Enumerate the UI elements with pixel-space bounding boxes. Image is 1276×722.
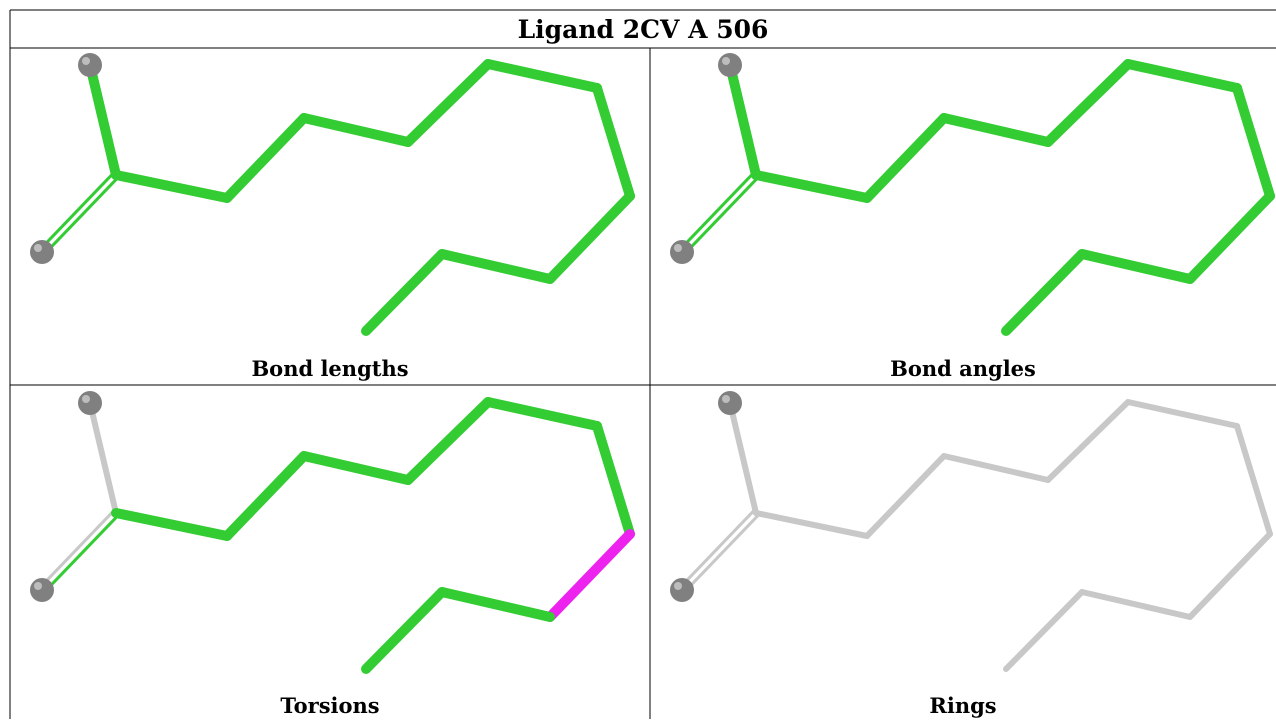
- figure-title: Ligand 2CV A 506: [517, 14, 769, 44]
- bond-double-b: [682, 513, 760, 594]
- bond-6: [1125, 399, 1240, 429]
- atom-sphere: [670, 240, 694, 264]
- atom-sphere: [718, 53, 742, 77]
- atom-highlight: [674, 244, 682, 252]
- bond-6: [483, 397, 602, 431]
- bond-5: [403, 397, 493, 485]
- bond-9: [437, 587, 555, 622]
- bond-double-a: [38, 171, 116, 252]
- bond-4: [299, 451, 413, 485]
- bond-5: [1045, 399, 1131, 483]
- bond-5: [1043, 59, 1133, 147]
- atom-sphere: [78, 391, 102, 415]
- atom-sphere: [30, 240, 54, 264]
- atom-highlight: [34, 244, 42, 252]
- bond-3: [864, 453, 947, 539]
- bond-double-a: [678, 171, 756, 252]
- bond-2: [111, 508, 232, 541]
- bond-7: [592, 421, 635, 539]
- bond-double-b: [42, 175, 120, 256]
- molecule-panel-1: [670, 53, 1275, 336]
- bond-8: [1187, 531, 1273, 620]
- bond-double-a: [38, 509, 116, 590]
- atom-highlight: [674, 582, 682, 590]
- bond-8: [1185, 191, 1275, 284]
- atom-highlight: [34, 582, 42, 590]
- bond-10: [1003, 589, 1085, 672]
- bond-2: [751, 170, 872, 203]
- bond-2: [753, 510, 870, 539]
- bond-2: [111, 170, 232, 203]
- caption-bond-angles: Bond angles: [890, 355, 1036, 381]
- atom-highlight: [722, 395, 730, 403]
- atom-highlight: [722, 57, 730, 65]
- bond-9: [1077, 249, 1195, 284]
- bond-4: [941, 453, 1051, 483]
- atom-sphere: [718, 391, 742, 415]
- bond-4: [939, 113, 1053, 147]
- bond-9: [1079, 589, 1193, 620]
- molecule-panel-0: [30, 53, 635, 336]
- bond-5: [403, 59, 493, 147]
- bond-0: [87, 400, 119, 516]
- molecule-panel-3: [670, 391, 1273, 672]
- bond-6: [1123, 59, 1242, 93]
- bond-7: [592, 83, 635, 201]
- caption-torsions: Torsions: [280, 692, 380, 718]
- bond-3: [222, 451, 309, 541]
- bond-8: [545, 529, 635, 622]
- molecule-panel-2: [30, 391, 635, 674]
- bond-6: [483, 59, 602, 93]
- bond-10: [1001, 249, 1087, 336]
- bond-0: [727, 400, 759, 516]
- bond-3: [222, 113, 309, 203]
- atom-sphere: [30, 578, 54, 602]
- bond-0: [85, 60, 121, 180]
- atom-highlight: [82, 57, 90, 65]
- bond-double-b: [42, 513, 120, 594]
- bond-10: [361, 587, 447, 674]
- bond-9: [437, 249, 555, 284]
- bond-7: [1234, 423, 1273, 537]
- atom-sphere: [670, 578, 694, 602]
- bond-0: [725, 60, 761, 180]
- bond-double-a: [678, 509, 756, 590]
- bond-10: [361, 249, 447, 336]
- bond-4: [299, 113, 413, 147]
- bond-7: [1232, 83, 1275, 201]
- bond-double-b: [682, 175, 760, 256]
- atom-sphere: [78, 53, 102, 77]
- atom-highlight: [82, 395, 90, 403]
- bond-8: [545, 191, 635, 284]
- caption-rings: Rings: [929, 692, 997, 718]
- bond-3: [862, 113, 949, 203]
- caption-bond-lengths: Bond lengths: [251, 355, 409, 381]
